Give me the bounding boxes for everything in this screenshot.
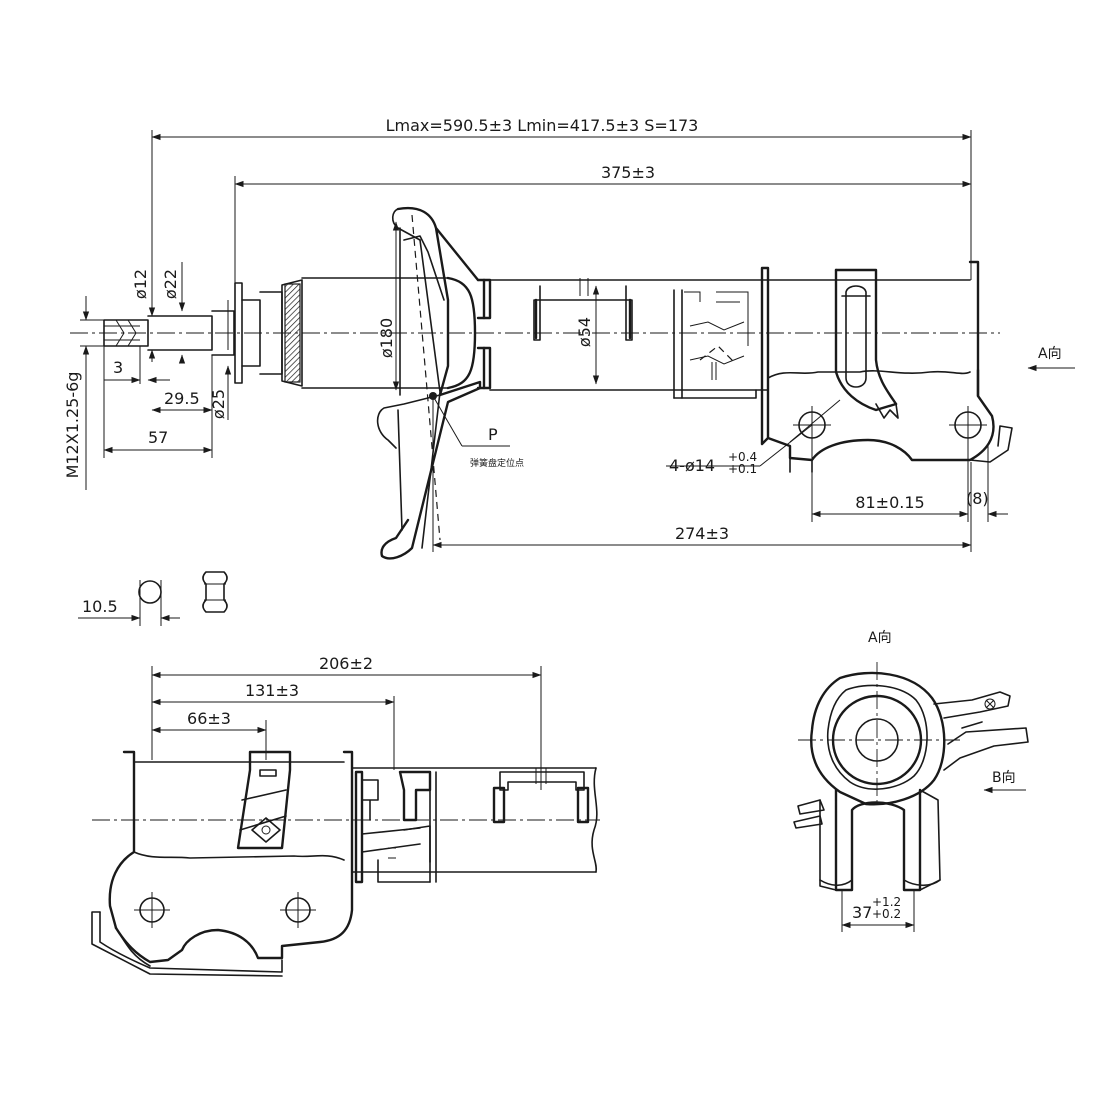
point-p-callout: P 弹簧盘定位点: [432, 395, 524, 469]
thread-label: M12X1.25-6g: [63, 372, 82, 479]
dia-25-label: ø25: [209, 389, 228, 419]
top-mount: [234, 279, 303, 387]
bottom-view: 206±2 131±3 66±3: [91, 654, 600, 977]
dia-180-label: ø180: [377, 318, 396, 358]
holes-callout: 4-ø14 +0.4 +0.1: [666, 424, 813, 476]
length-375-label: 375±3: [601, 163, 655, 182]
length-375-dimension: 375±3: [234, 163, 972, 285]
dia-22-label: ø22: [161, 269, 180, 299]
view-a-arrow: A向: [1027, 346, 1075, 372]
width-37-label: 37: [852, 903, 872, 922]
view-a-arrow-label: A向: [1038, 346, 1062, 362]
point-p-label: P: [488, 425, 498, 444]
overall-length-note: Lmax=590.5±3 Lmin=417.5±3 S=173: [386, 116, 699, 135]
view-b-arrow-label: B向: [992, 770, 1016, 786]
overall-length-dimension: Lmax=590.5±3 Lmin=417.5±3 S=173: [151, 116, 972, 312]
length-81-dimension: 81±0.15 (8): [811, 444, 1008, 522]
length-274-dimension: 274±3: [432, 400, 972, 552]
holes-tol-lower: +0.1: [728, 462, 757, 476]
holes-tol-upper: +0.4: [728, 450, 757, 464]
lower-bracket: [760, 260, 1013, 473]
width-37-tol-upper: +1.2: [872, 895, 901, 909]
holes-label: 4-ø14: [669, 456, 715, 475]
len-131-label: 131±3: [245, 681, 299, 700]
length-274-label: 274±3: [675, 524, 729, 543]
width-37-tol-lower: +0.2: [872, 907, 901, 921]
neck-rings: [476, 278, 492, 390]
nut-detail: 10.5: [78, 571, 228, 626]
len-57-label: 57: [148, 428, 168, 447]
dia-54-label: ø54: [575, 317, 594, 347]
upper-tube: [301, 276, 477, 390]
len-66-label: 66±3: [187, 709, 231, 728]
main-view: Lmax=590.5±3 Lmin=417.5±3 S=173 375±3: [63, 116, 1075, 560]
len-29-5-label: 29.5: [164, 389, 200, 408]
len-3-label: 3: [113, 358, 123, 377]
view-a: A向 B向 37 +1.2 +0.2: [793, 630, 1029, 932]
view-a-title: A向: [868, 630, 892, 646]
dia-12-label: ø12: [131, 269, 150, 299]
length-81-label: 81±0.15: [855, 493, 924, 512]
piston-rod: [103, 310, 235, 356]
point-p-note: 弹簧盘定位点: [470, 457, 524, 469]
spring-seat: ø180: [376, 206, 482, 560]
ref-8-label: (8): [966, 489, 989, 508]
len-206-label: 206±2: [319, 654, 373, 673]
rod-end-dimensions: ø12 ø22 ø25 3 29.5 57: [63, 262, 232, 490]
nut-dim-label: 10.5: [82, 597, 118, 616]
cylinder-body: ø54: [489, 278, 769, 399]
